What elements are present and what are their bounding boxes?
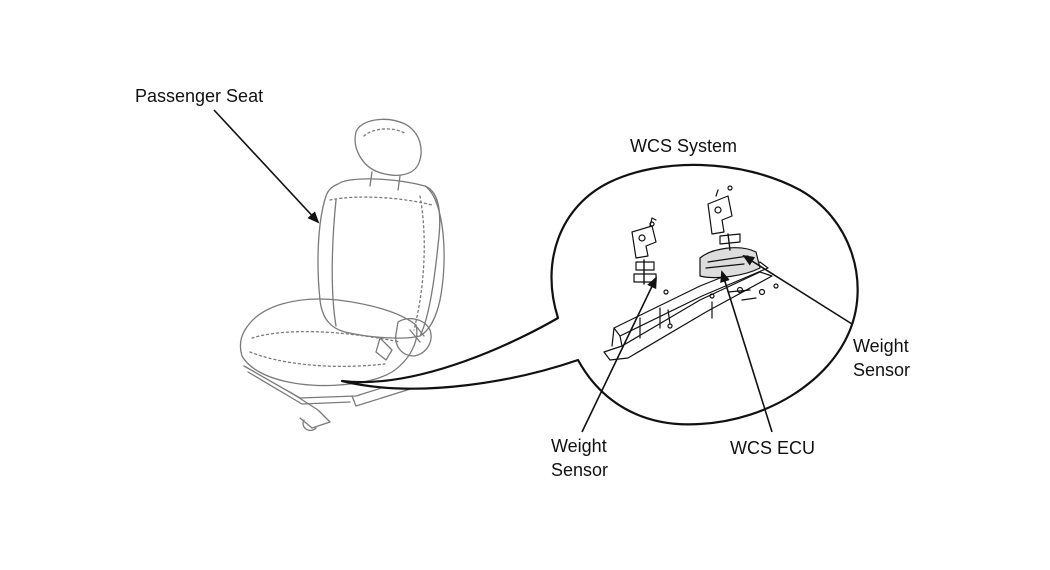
passenger-seat-label: Passenger Seat bbox=[135, 84, 263, 108]
leader-lines bbox=[213, 109, 853, 433]
weight-sensor-left-line1: Weight bbox=[551, 436, 607, 456]
wcs-ecu-leader bbox=[720, 270, 773, 433]
wcs-ecu-label: WCS ECU bbox=[730, 436, 815, 460]
wcs-system-label: WCS System bbox=[630, 134, 737, 158]
weight-sensor-right-leader bbox=[742, 254, 853, 325]
wcs-system-text: WCS System bbox=[630, 136, 738, 156]
passenger-seat-text: Passenger Seat bbox=[135, 86, 264, 106]
weight-sensor-left-leader bbox=[581, 276, 657, 433]
weight-sensor-right-line1: Weight bbox=[853, 336, 909, 356]
passenger-seat-leader bbox=[213, 109, 320, 224]
weight-sensor-left-label: Weight Sensor bbox=[551, 434, 608, 482]
wcs-ecu-text: WCS ECU bbox=[730, 438, 815, 458]
weight-sensor-right-line2: Sensor bbox=[853, 360, 911, 380]
weight-sensor-right-label: Weight Sensor bbox=[853, 334, 910, 382]
callout-balloon bbox=[340, 163, 859, 426]
weight-sensor-left-line2: Sensor bbox=[551, 460, 609, 480]
passenger-seat-illustration bbox=[239, 118, 445, 432]
